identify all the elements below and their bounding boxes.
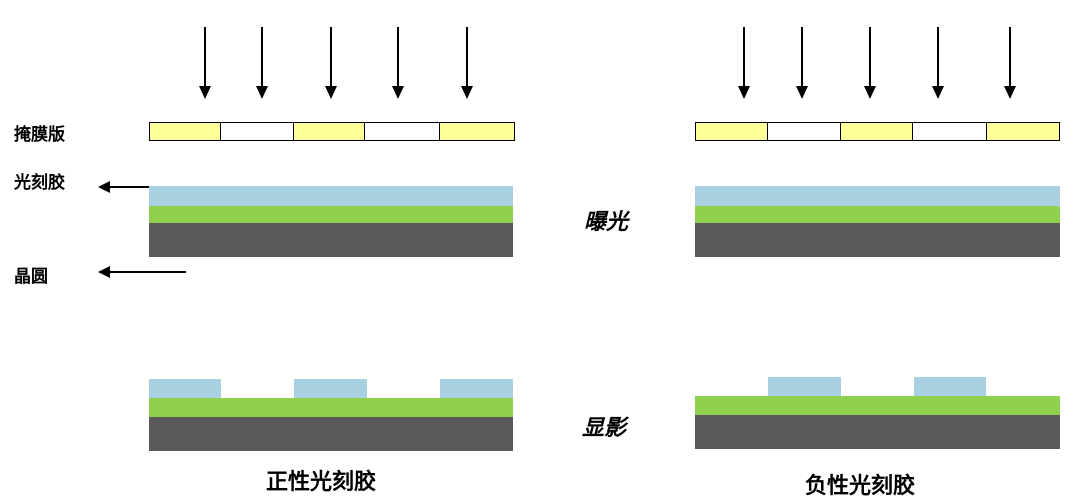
wafer-layer bbox=[149, 223, 513, 257]
light-arrow-head bbox=[256, 86, 268, 99]
wafer-pointer-arrow bbox=[98, 266, 186, 278]
development-step-label: 显影 bbox=[582, 416, 627, 441]
photoresist-label: 光刻胶 bbox=[14, 173, 65, 193]
mask-opaque-cell bbox=[439, 122, 515, 141]
mask-label: 掩膜版 bbox=[14, 125, 65, 145]
positive-photoresist-caption: 正性光刻胶 bbox=[266, 470, 377, 495]
light-arrow-head bbox=[932, 86, 944, 99]
wafer-layer bbox=[695, 415, 1060, 449]
light-arrow-head bbox=[864, 86, 876, 99]
film-layer bbox=[149, 398, 513, 417]
mask-right bbox=[695, 122, 1060, 141]
film-layer bbox=[149, 206, 513, 223]
light-arrow-head bbox=[199, 86, 211, 99]
light-arrows-left bbox=[199, 27, 473, 99]
light-arrow-head bbox=[392, 86, 404, 99]
negative-photoresist-caption: 负性光刻胶 bbox=[805, 474, 916, 499]
light-arrow-head bbox=[738, 86, 750, 99]
photoresist-layer bbox=[149, 186, 513, 206]
photoresist-layer bbox=[695, 186, 1060, 206]
photoresist-remaining-block bbox=[768, 377, 841, 396]
light-arrow-head bbox=[461, 86, 473, 99]
mask-clear-cell bbox=[364, 122, 440, 141]
mask-left bbox=[149, 122, 515, 141]
photoresist-remaining-block bbox=[294, 379, 367, 398]
wafer-label: 晶圆 bbox=[14, 267, 48, 287]
light-arrow-head bbox=[796, 86, 808, 99]
wafer-layer bbox=[149, 417, 513, 451]
photoresist-remaining-block bbox=[440, 379, 513, 398]
mask-clear-cell bbox=[220, 122, 294, 141]
mask-opaque-cell bbox=[293, 122, 365, 141]
mask-opaque-cell bbox=[986, 122, 1060, 141]
film-layer bbox=[695, 396, 1060, 415]
light-arrow-head bbox=[1004, 86, 1016, 99]
light-arrow-head bbox=[325, 86, 337, 99]
film-layer bbox=[695, 206, 1060, 223]
mask-clear-cell bbox=[767, 122, 841, 141]
wafer-layer bbox=[695, 223, 1060, 257]
mask-opaque-cell bbox=[840, 122, 913, 141]
photoresist-remaining-block bbox=[149, 379, 221, 398]
exposure-step-label: 曝光 bbox=[584, 210, 629, 235]
light-arrows-right bbox=[738, 27, 1016, 99]
mask-opaque-cell bbox=[695, 122, 768, 141]
mask-clear-cell bbox=[912, 122, 987, 141]
mask-opaque-cell bbox=[149, 122, 221, 141]
photoresist-remaining-block bbox=[914, 377, 986, 396]
